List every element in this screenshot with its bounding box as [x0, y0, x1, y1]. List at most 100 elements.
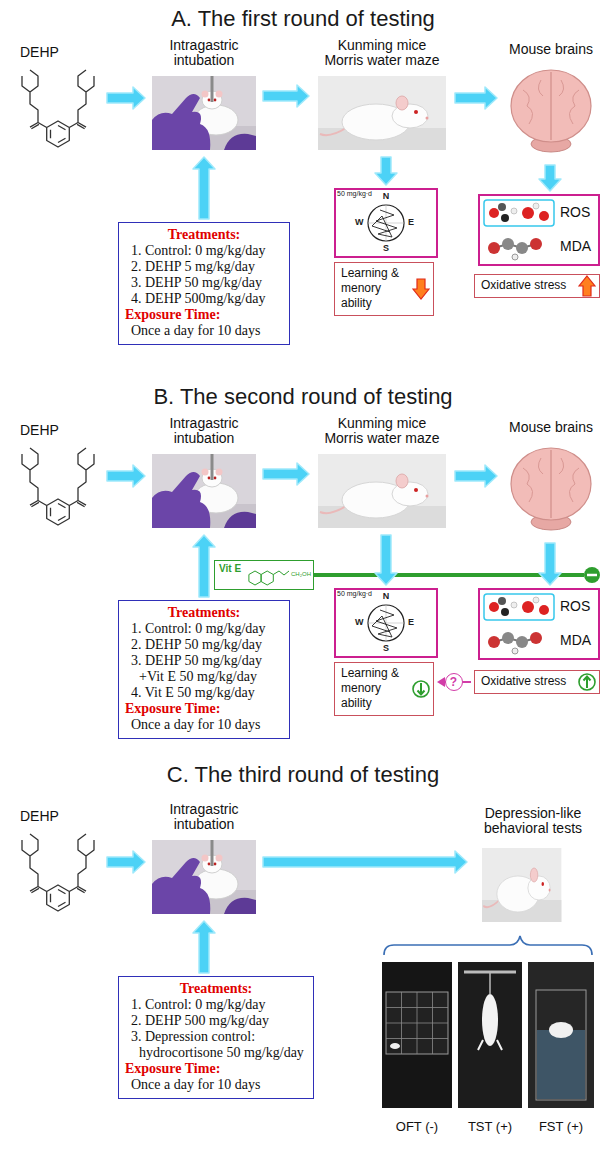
brain-image — [511, 70, 591, 152]
treatment-line: Exposure Time: — [125, 307, 283, 323]
panel-caption: Intragastric intubation — [148, 802, 260, 832]
treatment-line: 3. DEHP 50 mg/kg/day +Vit E 50 mg/kg/day — [125, 653, 283, 685]
flow-arrow — [375, 535, 397, 585]
flow-arrow — [455, 87, 497, 109]
open-field-photo — [386, 992, 448, 1054]
panel-caption: Depression-like behavioral tests — [470, 806, 596, 836]
edge-label: ? — [445, 673, 463, 691]
treatment-line: 2. DEHP 500 mg/kg/day — [125, 1013, 307, 1029]
flow-arrow — [193, 921, 215, 973]
treatment-line: Once a day for 10 days — [125, 717, 283, 733]
intubation-photo — [152, 840, 256, 914]
inhibition-line — [587, 574, 597, 577]
treatment-line: 3. Depression control: hydrocortisone 50… — [125, 1029, 307, 1061]
flow-arrow — [539, 543, 561, 585]
intubation-photo — [152, 454, 256, 528]
treatment-line: 4. DEHP 500mg/kg/day — [125, 291, 283, 307]
panel-caption: Mouse brains — [500, 420, 602, 435]
dehp-structure — [22, 834, 94, 911]
block-arrow — [455, 87, 497, 109]
maze-drawing — [368, 205, 404, 241]
treatment-line: Exposure Time: — [125, 701, 283, 717]
tail-suspension-photo — [489, 972, 491, 994]
treatment-line: 1. Control: 0 mg/kg/day — [125, 243, 283, 259]
block-arrow — [193, 921, 215, 973]
result-box: Learning & menory ability — [334, 662, 434, 716]
tail-suspension-photo — [482, 994, 498, 1046]
compound-name: DEHP — [14, 42, 104, 60]
result-text: Learning & menory ability — [341, 666, 409, 711]
mouse-photo — [318, 76, 446, 150]
marker-box: ROSMDA — [478, 588, 600, 660]
maze-label: S — [383, 243, 389, 253]
vitamin-structure — [249, 571, 261, 585]
flow-arrow — [107, 851, 145, 873]
flow-arrow — [107, 465, 145, 487]
block-arrow — [193, 157, 215, 219]
intubation-photo — [152, 76, 256, 150]
molecule-icons — [484, 200, 554, 260]
dehp-structure — [22, 448, 94, 525]
marker-label: MDA — [560, 238, 591, 254]
treatment-line: Once a day for 10 days — [125, 1077, 307, 1093]
vitamin-structure — [249, 571, 289, 585]
maze-drawing — [368, 605, 404, 641]
mouse-photo — [482, 848, 561, 922]
block-arrow — [375, 535, 397, 585]
block-arrow — [539, 165, 561, 191]
photo-node: Depression-like behavioral tests — [470, 806, 596, 926]
result-text: Oxidative stress — [481, 674, 575, 689]
tail-suspension-photo — [458, 962, 522, 1108]
compound-name: DEHP — [14, 806, 104, 824]
dehp-structure — [22, 70, 94, 147]
maze-label: S — [383, 643, 389, 653]
photo-node: Intragastric intubation — [148, 802, 260, 918]
flow-arrow — [455, 465, 497, 487]
flow-arrow — [263, 85, 309, 107]
photo-node: Mouse brains — [500, 42, 602, 162]
maze-box: 50 mg/kg·dNWES — [334, 188, 438, 258]
maze-drawing — [368, 205, 404, 241]
trend-arrow-symbol — [413, 279, 429, 299]
photo-node: Intragastric intubation — [148, 38, 260, 154]
trend-arrow-symbol — [412, 277, 430, 301]
maze-drawing — [368, 605, 404, 641]
forced-swim-photo — [536, 990, 586, 1100]
panel-caption: Kunming mice Morris water maze — [321, 38, 443, 68]
brain-image — [511, 448, 591, 530]
compound-name: DEHP — [14, 420, 104, 438]
result-box: Oxidative stress — [474, 670, 600, 694]
inhibition-line — [584, 567, 600, 583]
brain-image — [511, 448, 591, 530]
result-box: Oxidative stress — [474, 274, 600, 298]
maze-label: W — [355, 217, 364, 227]
test-bracket — [384, 936, 592, 955]
dehp-structure — [22, 448, 94, 525]
dehp-structure — [22, 70, 94, 147]
trend-arrow-symbol — [413, 681, 429, 697]
block-arrow — [107, 851, 145, 873]
intubation-photo — [152, 76, 256, 150]
panel-caption: Intragastric intubation — [148, 416, 260, 446]
panel-caption: Mouse brains — [500, 42, 602, 57]
test-panel: OFT (-) — [382, 958, 452, 1138]
open-field-photo — [390, 1043, 400, 1049]
treatment-line: 1. Control: 0 mg/kg/day — [125, 621, 283, 637]
treatment-line: 4. Vit E 50 mg/kg/day — [125, 685, 283, 701]
trend-arrow-symbol — [418, 683, 425, 695]
block-arrow — [193, 535, 215, 597]
treatment-box: Treatments:1. Control: 0 mg/kg/day2. DEH… — [118, 976, 314, 1099]
block-arrow — [539, 543, 561, 585]
arrow-head — [437, 677, 445, 687]
vitamin-box: Vit E — [214, 560, 314, 590]
maze-label: W — [355, 617, 364, 627]
result-box: Learning & menory ability — [334, 262, 434, 316]
forced-swim-photo — [528, 962, 594, 1108]
intubation-photo — [152, 840, 256, 914]
molecule-icons — [484, 594, 554, 654]
result-text: Learning & menory ability — [341, 266, 409, 311]
block-arrow — [107, 87, 145, 109]
marker-label: MDA — [560, 632, 591, 648]
treatment-box: Treatments:1. Control: 0 mg/kg/day2. DEH… — [118, 600, 290, 739]
